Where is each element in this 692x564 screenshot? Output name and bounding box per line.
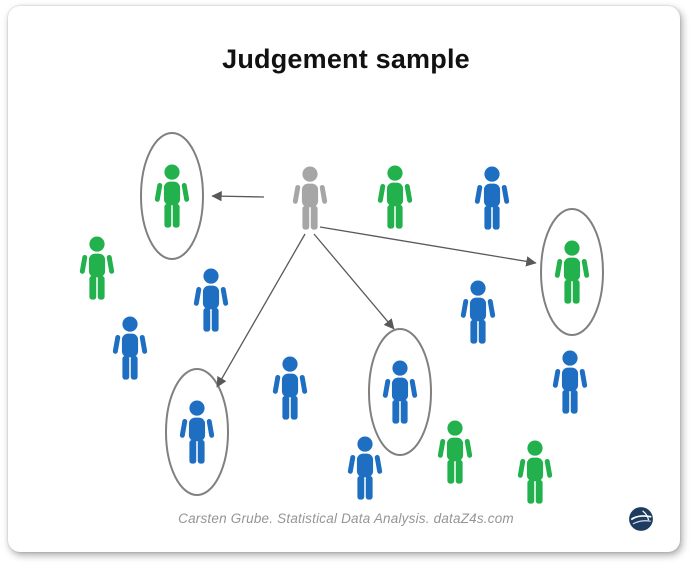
- selection-arrow: [216, 233, 306, 388]
- person-icon-blue: [193, 268, 229, 332]
- person-icon-blue: [347, 436, 383, 500]
- selection-ellipse: [540, 208, 604, 336]
- selection-arrow: [319, 226, 537, 267]
- selection-ellipse: [165, 368, 229, 496]
- person-icon-green: [377, 165, 413, 229]
- person-icon-blue: [552, 350, 588, 414]
- person-icon-green: [554, 240, 590, 304]
- person-icon-blue: [272, 356, 308, 420]
- person-icon-blue: [382, 360, 418, 424]
- person-icon-green: [437, 420, 473, 484]
- person-icon-green: [154, 164, 190, 228]
- selection-ellipses-layer: [140, 132, 604, 496]
- person-icon-green: [79, 236, 115, 300]
- selection-arrow: [211, 190, 265, 202]
- selection-ellipse: [368, 328, 432, 456]
- person-icon-blue: [474, 166, 510, 230]
- footer-credit: Carsten Grube. Statistical Data Analysis…: [178, 511, 514, 526]
- person-icon-blue: [112, 316, 148, 380]
- selection-ellipse: [140, 132, 204, 260]
- person-icon-gray: [292, 166, 328, 230]
- person-icon-blue: [460, 280, 496, 344]
- selection-arrows-layer: [211, 190, 537, 388]
- dataz4s-globe-logo-icon: [629, 507, 653, 531]
- person-icon-green: [517, 440, 553, 504]
- person-icon-blue: [179, 400, 215, 464]
- page-title: Judgement sample: [222, 44, 470, 74]
- persons-layer: [79, 164, 590, 504]
- selection-arrow: [313, 233, 395, 330]
